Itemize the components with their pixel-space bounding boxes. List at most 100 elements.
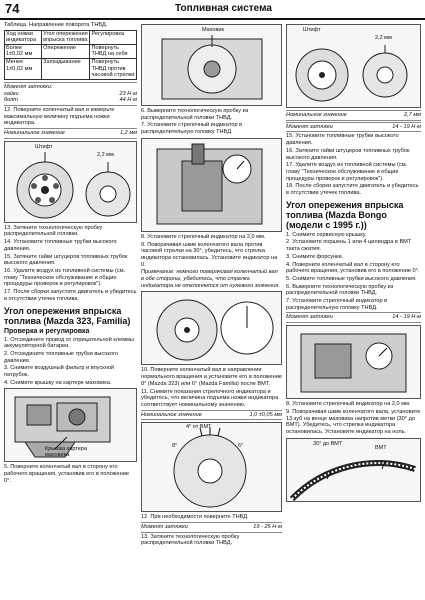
step: 17. Удалите воздух из топливной системы … — [286, 162, 408, 182]
engine-figure: Крышка картера маховика — [4, 388, 137, 463]
column-2: Маховик 6. Выверните технологическую про… — [141, 22, 282, 598]
torque-label: Момент затяжки — [141, 524, 188, 531]
table-head-cell: Регулировка — [89, 29, 137, 45]
pulley-marks-figure: 4° от ВМТ 8° 6° — [141, 422, 282, 513]
step: 1. Снимите сервисную крышку. — [286, 231, 367, 238]
bongo-pump-figure: Штифт 2,2 мм — [286, 24, 421, 108]
step-13: 13. Затяните технологическую пробку расп… — [4, 224, 103, 238]
figure-label: 6° — [238, 443, 244, 450]
table-row: Более 1±0,02 мм Опережение Повернуть ТНВ… — [3, 43, 137, 60]
step-17: 17. После сборки запустите двигатель и у… — [4, 289, 137, 302]
section-title: Угол опережения впрыска топлива (Mazda 3… — [4, 305, 131, 326]
step: 9. Поворачивая шкив коленчатого вала, ус… — [286, 408, 421, 435]
torque-value: 14 - 19 Н·м — [392, 314, 421, 321]
table-caption: Таблица. Направление поворота ТНВД. — [4, 22, 108, 28]
table-cell: Более 1±0,02 мм — [3, 43, 43, 60]
table-row: Менее 1±0,02 мм Запаздывание Повернуть Т… — [3, 58, 137, 80]
figure-label: 2,2 мм — [375, 35, 392, 41]
step: 4. Снимите крышку на картере маховика. — [4, 379, 112, 386]
note: Примечание: немного поверачивая коленчат… — [141, 269, 280, 289]
step: 11. Снимите показания стрелочного индика… — [141, 388, 279, 408]
section-title: Угол опережения впрыска топлива (Mazda B… — [286, 199, 404, 230]
step: 8. Установите стрелочный индикатор на 2,… — [141, 233, 266, 240]
figure-label: 4° от ВМТ — [186, 424, 212, 431]
step: 5. Поверните коленчатый вал в сторону ег… — [4, 464, 129, 484]
flywheel-figure: Маховик — [141, 24, 282, 106]
figure-label: Маховик — [202, 27, 224, 33]
torque-value: 23 Н·м — [119, 90, 137, 97]
table-cell: Повернуть ТНВД на себя — [89, 43, 137, 60]
figure-label: 8° — [172, 443, 178, 450]
torque-spec: Момент затяжки 14 - 19 Н·м — [286, 121, 421, 133]
step: 16. Затяните гайки штуцеров топливных тр… — [286, 147, 410, 161]
step: 4. Поверните коленчатый вал в сторону ег… — [286, 261, 420, 275]
nominal-value: 1,2 мм — [120, 130, 137, 137]
step-12: 12. Поверните коленчатый вал и измерьте … — [4, 106, 115, 127]
nominal-spec: Номинальное значение 2,7 мм — [286, 110, 421, 121]
nominal-value: 2,7 мм — [404, 112, 421, 118]
table-cell: Менее 1±0,02 мм — [3, 58, 43, 80]
step: 3. Снимите воздушный фильтр и впускной п… — [4, 365, 115, 379]
pump-rotation-table: Ход ножки индикатора Угол опережения впр… — [3, 29, 137, 80]
page-header: 74 Топливная система — [0, 0, 425, 20]
step-16: 16. Удалите воздух из топливной системы … — [4, 268, 126, 288]
step-14: 14. Установите топливные трубки высокого… — [4, 239, 117, 252]
nominal-spec: Номинальное значение 1,2 мм — [4, 128, 137, 139]
step: 3. Снимите форсунки. — [286, 253, 344, 260]
step: 18. После сборки запустите двигатель и у… — [286, 183, 419, 197]
step: 6. Выверните технологическую пробку из р… — [286, 283, 394, 297]
torque-label: Момент затяжки — [286, 123, 333, 130]
table-cell: Опережение — [41, 43, 91, 60]
step: 12. При необходимости поверните ТНВД. — [141, 514, 249, 521]
subsection-title: Проверка и регулировка — [4, 327, 90, 335]
torque-spec: Момент затяжки 14 - 19 Н·м — [286, 312, 421, 324]
figure-label: 2,2 мм — [97, 151, 114, 158]
table-head-cell: Ход ножки индикатора — [3, 29, 43, 45]
nominal-spec: Номинальное значение 1,0 ±0,05 мм — [141, 409, 282, 421]
torque-label: Момент затяжки — [286, 314, 333, 321]
figure-label: Штифт — [35, 143, 53, 150]
torque-title: Момент затяжки: — [4, 83, 53, 90]
step: 2. Отсоедините топливные трубки высокого… — [4, 350, 118, 364]
table-head-cell: Угол опережения впрыска топлива — [41, 29, 91, 45]
step: 7. Установите стрелочный индикатор в рас… — [286, 298, 388, 311]
torque-spec: Момент затяжки: гайки 23 Н·м болт 44 Н·м — [4, 81, 137, 106]
step: 13. Затяните технологическую пробку расп… — [141, 533, 240, 547]
step: 7. Установите стрелочный индикатор в рас… — [141, 122, 243, 136]
step: 6. Выверните технологическую пробку из р… — [141, 108, 249, 121]
pump-head-figure: Штифт 2,2 мм — [4, 140, 137, 223]
indicator-install-figure — [141, 137, 282, 232]
table-cell: Запаздывание — [41, 58, 91, 80]
nominal-value: 1,0 ±0,05 мм — [249, 411, 282, 418]
page-number: 74 — [5, 1, 20, 16]
step: 9. Поворачивая шкив коленчатого вала про… — [141, 241, 278, 268]
torque-value: 19 - 25 Н·м — [253, 524, 282, 531]
flywheel-marks-figure: 30° до ВМТ ВМТ — [286, 437, 421, 502]
step: 1. Отсоедините провод от отрицательной к… — [4, 336, 134, 350]
table-cell: Повернуть ТНВД против часовой стрелки — [89, 58, 137, 80]
figure-label: Штифт — [303, 27, 321, 33]
torque-spec: Момент затяжки 19 - 25 Н·м — [141, 522, 282, 533]
step-15: 15. Затяните гайки штуцеров топливных тр… — [4, 253, 128, 267]
torque-value: 44 Н·м — [119, 97, 137, 104]
pulley-indicator-figure — [141, 291, 282, 366]
nominal-label: Номинальное значение — [286, 112, 347, 118]
step: 2. Установите поршень 1 или 4 цилиндра в… — [286, 239, 412, 253]
bongo-engine-figure — [286, 325, 421, 400]
figure-label: ВМТ — [375, 444, 387, 451]
step: 15. Установите топливные трубки высокого… — [286, 133, 399, 147]
column-3: Штифт 2,2 мм Номинальное значение 2,7 мм… — [286, 22, 421, 598]
torque-label: гайки — [4, 90, 19, 97]
figure-label: 30° до ВМТ — [313, 440, 343, 447]
column-1: Таблица. Направление поворота ТНВД. Ход … — [3, 22, 137, 598]
step: 5. Снимите топливные трубки высокого дав… — [286, 275, 417, 282]
torque-label: болт — [4, 97, 18, 104]
step: 10. Поверните коленчатый вал в направлен… — [141, 367, 282, 387]
figure-label: Крышка картера маховика — [45, 446, 87, 458]
nominal-label: Номинальное значение — [4, 130, 65, 137]
page-title: Топливная система — [175, 3, 272, 14]
step: 8. Установите стрелочный индикатор на 2,… — [286, 401, 411, 408]
nominal-label: Номинальное значение — [141, 411, 202, 418]
torque-value: 14 - 19 Н·м — [392, 123, 421, 130]
